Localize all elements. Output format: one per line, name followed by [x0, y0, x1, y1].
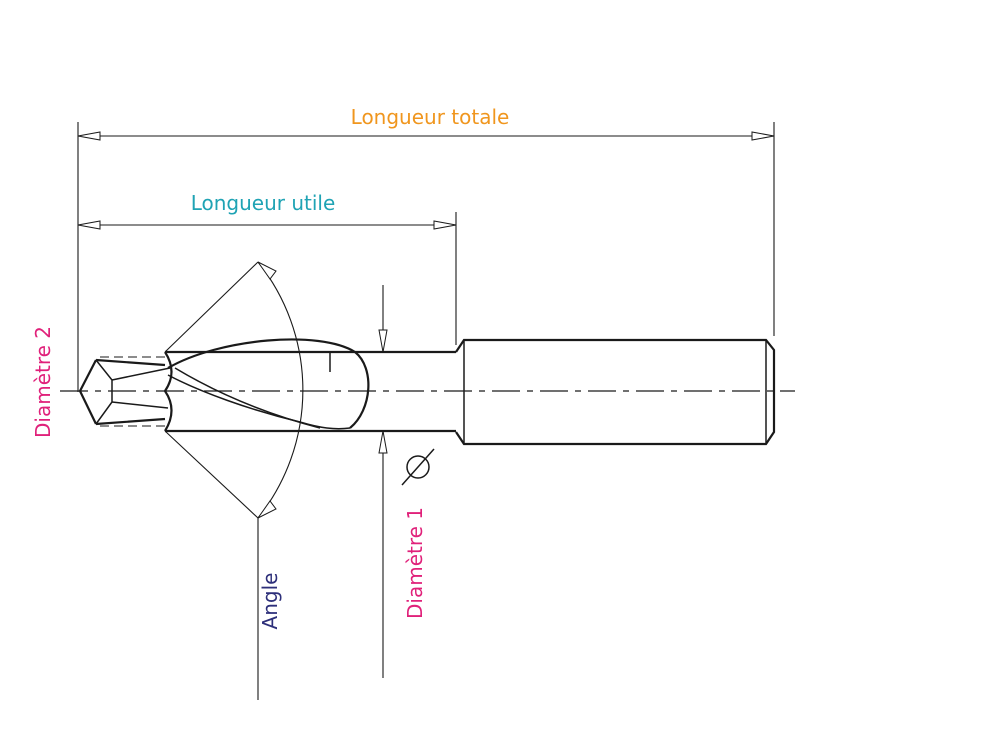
- arrow-diameter1-top: [378, 329, 388, 353]
- arrow-angle-bottom: [257, 500, 277, 519]
- flute-curve-inner: [167, 374, 351, 430]
- angle-arc: [257, 261, 304, 519]
- flute-curve-outer: [167, 338, 370, 429]
- label-longueur-utile: Longueur utile: [191, 191, 336, 215]
- pilot-tip: [78, 359, 97, 425]
- arrow-total-right: [751, 131, 775, 141]
- label-diametre-1: Diamètre 1: [403, 507, 427, 619]
- pilot-flute-top: [111, 367, 171, 381]
- arrow-useful-right: [433, 220, 457, 230]
- label-diametre-2: Diamètre 2: [31, 326, 55, 438]
- flute-curve-inner-2: [174, 367, 321, 429]
- diameter-symbol-circle: [406, 455, 430, 479]
- arrow-angle-top: [257, 261, 277, 280]
- arrow-total-left: [77, 131, 101, 141]
- pilot-tip-facet: [95, 359, 113, 425]
- label-angle: Angle: [258, 573, 282, 630]
- diameter-symbol-slash: [401, 448, 435, 486]
- shank: [455, 338, 776, 446]
- angle-leg-top: [164, 261, 259, 353]
- pilot-body: [95, 358, 166, 426]
- arrow-diameter1-bottom: [378, 430, 388, 454]
- angle-leg-bottom: [164, 430, 259, 519]
- arrow-useful-left: [77, 220, 101, 230]
- drill-body: [165, 350, 456, 433]
- label-longueur-totale: Longueur totale: [351, 105, 510, 129]
- pilot-flute-bottom: [111, 401, 169, 409]
- step-cone: [163, 351, 173, 432]
